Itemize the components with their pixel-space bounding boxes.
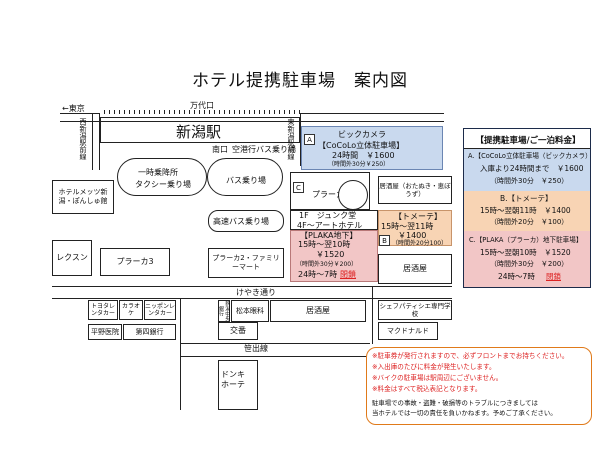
legend-c-line3: 24時～7時: [498, 272, 535, 281]
building-koban: 交番: [218, 322, 258, 340]
parking-c-price: ￥1520: [316, 250, 345, 259]
street-to-tokyo: ←東京: [62, 104, 85, 113]
building-izakaya-b: 居酒屋: [378, 254, 452, 284]
road-line-1: [60, 121, 444, 122]
building-plaka3: プラーカ3: [100, 248, 170, 276]
road-vertical-lower-2: [372, 286, 373, 344]
highway-bus-box: [208, 210, 284, 232]
legend-b-line2: （時間外20分 ￥100）: [490, 218, 569, 226]
building-izakaya-c: 居酒屋: [270, 300, 366, 322]
building-mcdonalds: マクドナルド: [378, 322, 438, 340]
building-bank-small: 新潟中央銀行: [218, 300, 231, 322]
hotel-floor4: 4F～アートホテル: [297, 221, 363, 230]
hotel-floor1: 1F ジュンク堂: [299, 211, 357, 220]
parking-b-price-shown: ￥1400: [398, 231, 427, 240]
page-title: ホテル提携駐車場 案内図: [192, 71, 408, 91]
legend-a-title: A.【CoCoLo立体駐車場（ビックカメラ）: [468, 152, 592, 160]
parking-a-note: （時間外30分￥250）: [328, 161, 390, 168]
parking-b-name: 【トメーテ】: [394, 212, 442, 221]
legend-a-line2: （時間外30分 ￥250）: [490, 177, 569, 185]
building-donki: [218, 360, 258, 410]
taxi-line2: タクシー乗り場: [135, 180, 191, 189]
parking-c-area[interactable]: [290, 230, 378, 282]
building-karaoke: カラオケ: [119, 300, 143, 320]
notice-line5: 駐車場での事故・盗難・破損等のトラブルにつきましては: [372, 399, 538, 407]
roundabout: [338, 180, 368, 210]
legend-b-line1: 15時～翌朝11時 ￥1400: [480, 206, 571, 215]
road-right-1: [300, 114, 301, 166]
parking-a-marker: A: [304, 134, 315, 145]
street-mandai: 万代口: [190, 101, 214, 110]
legend-c-closed: 閉鎖: [546, 272, 561, 281]
legend-c: [464, 231, 590, 287]
parking-a-hours: 24時間 ￥1600: [332, 151, 395, 160]
parking-a-area[interactable]: [301, 126, 443, 170]
parking-b-area[interactable]: [378, 210, 452, 246]
street-keyaki: けやき通り: [236, 288, 276, 297]
notice-box: [366, 347, 592, 425]
notice-line4: ※料金はすべて税込表記となります。: [372, 385, 482, 393]
station-building: [100, 117, 300, 143]
building-toyota: トヨタレンタカー: [88, 300, 118, 320]
road-sasade-bottom: [180, 356, 370, 357]
road-left-2: [99, 114, 100, 170]
notice-line3: ※バイクの駐車場は駅周辺にございません。: [372, 374, 503, 382]
building-hotel: [290, 210, 378, 230]
bus-stop-label: バス乗り場: [226, 176, 266, 185]
rail-left-label: 西新潟駅前線: [79, 118, 87, 160]
airport-bus-stop: 空港行バス乗り場: [232, 145, 296, 154]
road-left-1: [92, 114, 93, 170]
notice-line1: ※駐車券が発行されますので、必ずフロントまでお持ちください。: [372, 352, 569, 360]
legend-a-line1: 入庫より24時間まで ￥1600: [480, 164, 584, 173]
legend-header-rule: [464, 148, 590, 149]
road-sasade-top: [180, 343, 370, 344]
station-south-exit: 南口: [212, 145, 228, 154]
building-lexon: レクスン: [52, 240, 92, 276]
notice-line6: 当ホテルでは一切の責任を負いかねます。予めご了承ください。: [372, 409, 557, 417]
building-plaka1: [290, 172, 370, 210]
legend-header: 【提携駐車場/ご一泊料金】: [475, 136, 581, 146]
parking-b-note: （時間外20分100）: [392, 240, 448, 247]
donki-label: ドンキホーテ: [221, 370, 245, 389]
road-vertical-lower-1: [180, 298, 181, 410]
parking-c-marker: C: [293, 182, 304, 193]
parking-c-name: 【PLAKA地下】: [300, 231, 358, 240]
legend-a: [464, 149, 590, 191]
legend-c-title: C.【PLAKA（プラーカ）地下駐車場】: [469, 236, 583, 244]
street-sasade: 笹出線: [244, 344, 268, 353]
building-hotel-mets: ホテルメッツ新潟・ぽんしゅ館: [52, 180, 114, 214]
road-keyaki-bottom: [52, 298, 452, 299]
bus-area: [207, 158, 283, 196]
legend-c-line1: 15時～翌朝10時 ￥1520: [480, 248, 571, 257]
parking-a-sub: 【CoCoLo立体駐車場】: [318, 141, 405, 150]
parking-c-note: （時間外30分￥200）: [296, 261, 358, 268]
legend-c-line2: （時間外30分 ￥200）: [490, 260, 569, 268]
notice-line2: ※入出庫のたびに料金が発生いたします。: [372, 363, 496, 371]
rail-track: [100, 110, 300, 114]
station-name: 新潟駅: [176, 123, 222, 141]
parking-a-name: ビックカメラ: [338, 130, 386, 139]
building-izakaya-otanuki: 居酒屋（おたぬき・恵ぼうず）: [378, 176, 452, 204]
building-hirano: 平野医院: [88, 324, 122, 340]
building-nissan: ニッポンレンタカー: [144, 300, 176, 320]
plaka1-label: プラーカ1: [312, 190, 350, 199]
legend-b-title: B.【トメーテ】: [500, 194, 553, 203]
parking-b-hours: 15時～翌11時: [381, 222, 434, 231]
taxi-line1: 一時乗降所: [138, 168, 178, 177]
building-plaka2: プラーカ2・ファミリーマート: [208, 248, 284, 278]
building-daishi: 第四銀行: [123, 324, 176, 340]
rail-right-label: 東新潟駅前線: [287, 118, 295, 160]
parking-c-hours2: 24時～7時: [298, 270, 338, 279]
highway-bus-label: 高速バス乗り場: [213, 217, 269, 226]
legend-b: [464, 191, 590, 231]
building-chef-school: シェフパティシエ専門学校: [378, 300, 452, 320]
parking-c-hours: 15時～翌10時: [298, 240, 351, 249]
taxi-area: [117, 158, 207, 196]
road-keyaki-top: [52, 286, 452, 287]
parking-c-closed: 閉鎖: [340, 270, 356, 279]
parking-b-marker: B: [379, 235, 390, 246]
building-matsumoto: 松本眼科: [231, 300, 269, 322]
